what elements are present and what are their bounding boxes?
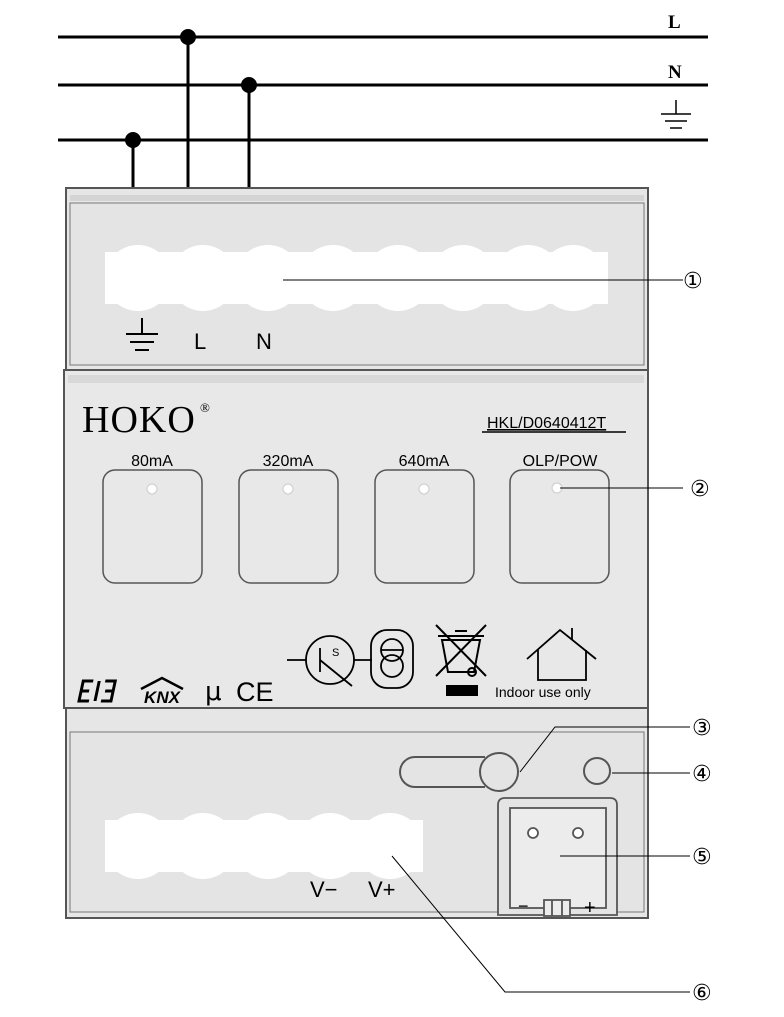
programming-button-area (399, 752, 611, 792)
indicator-label: 640mA (399, 453, 450, 470)
line-label: L (668, 12, 681, 33)
n-junction (241, 77, 257, 93)
callout-3: ③ (692, 716, 712, 741)
led-window-olp-pow (509, 469, 610, 584)
callout-6: ⑥ (692, 981, 712, 1006)
neutral-label: N (668, 62, 682, 83)
svg-text:KNX: KNX (144, 688, 182, 707)
output-v-minus-label: V− (310, 877, 338, 902)
indicator-label: 80mA (131, 453, 173, 470)
programming-led (583, 757, 611, 785)
indicator-label: OLP/POW (523, 453, 599, 470)
led-640ma (418, 483, 430, 495)
eib-mark (77, 679, 118, 703)
short-circuit-proof-transformer-icon: S (287, 635, 372, 687)
led-window-320ma (238, 469, 339, 584)
callout-5: ⑤ (692, 845, 712, 870)
callout-4: ④ (692, 762, 712, 787)
callout-leaders (283, 279, 690, 993)
terminal-earth-icon (126, 318, 158, 351)
callout-numbers: ① ② ③ ④ ⑤ ⑥ (683, 269, 712, 1006)
bus-terminal (497, 797, 618, 917)
output-terminal-block (105, 813, 423, 879)
weee-crossed-bin-icon (435, 624, 487, 696)
terminal-n-label: N (256, 329, 272, 354)
input-terminal-block (105, 245, 608, 311)
knx-mark: KNX (140, 676, 184, 707)
callout-2: ② (690, 477, 710, 502)
led-320ma (282, 483, 294, 495)
earth-junction (125, 132, 141, 148)
earth-ground-icon (661, 100, 691, 129)
led-window-80ma (102, 469, 203, 584)
safety-transformer-icon (370, 629, 414, 689)
output-v-plus-label: V+ (368, 877, 396, 902)
programming-button[interactable] (479, 752, 519, 792)
led-80ma (146, 483, 158, 495)
indoor-use-text: Indoor use only (495, 684, 591, 700)
supply-wires (58, 35, 708, 188)
l-junction (180, 29, 196, 45)
terminal-l-label: L (194, 329, 206, 354)
registered-mark: ® (200, 400, 210, 415)
svg-text:S: S (332, 647, 339, 659)
bus-minus-sign: − (518, 896, 529, 916)
indicator-label: 320mA (263, 453, 314, 470)
ce-mark: CE (236, 677, 274, 707)
callout-1: ① (683, 269, 703, 294)
mu-mark: μ (205, 677, 222, 707)
indicator-panel: 80mA 320mA 640mA OLP/POW (102, 453, 610, 584)
indoor-house-icon (526, 628, 597, 681)
certification-marks: KNX μ CE (77, 676, 274, 707)
led-window-640ma (374, 469, 475, 584)
bus-plus-sign: + (584, 897, 596, 919)
model-number: HKL/D0640412T (487, 415, 606, 432)
brand-logo: HOKO (82, 399, 196, 441)
